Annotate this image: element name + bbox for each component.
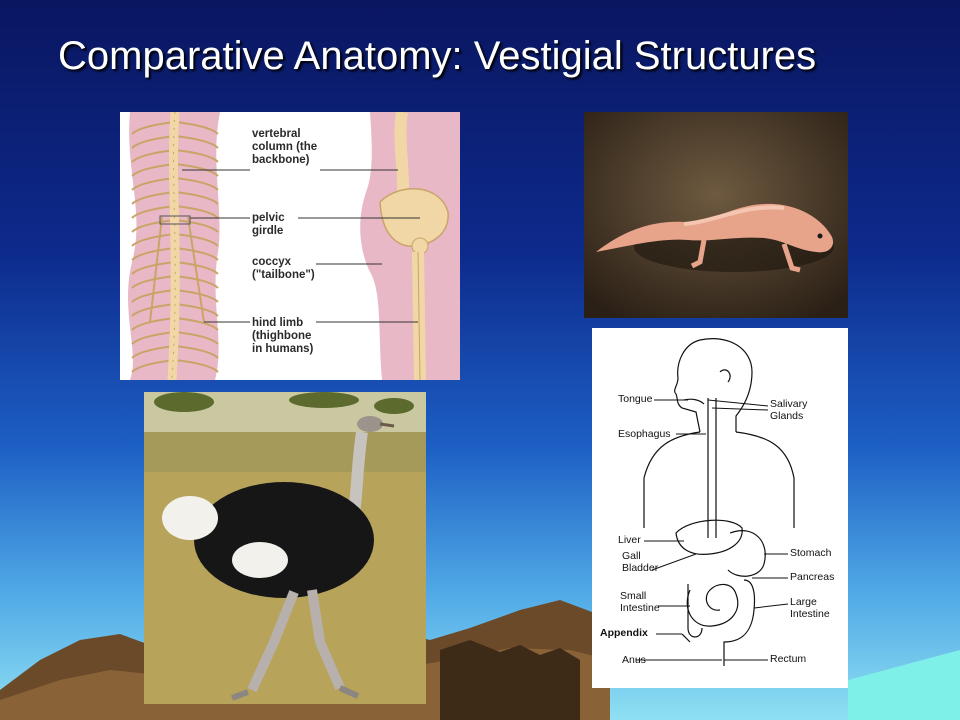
skeleton-drawing <box>128 112 460 380</box>
label-stomach: Stomach <box>790 547 832 559</box>
label-liver: Liver <box>618 534 641 546</box>
digestive-drawing <box>636 338 795 666</box>
label-vertebral-column: vertebral column (the backbone) <box>252 128 318 166</box>
ostrich-photo <box>144 392 426 704</box>
skeleton-comparison-figure: vertebral column (the backbone) pelvic g… <box>120 112 460 380</box>
label-gall-bladder: Gall Bladder <box>622 550 659 574</box>
label-pelvic-girdle: pelvic girdle <box>252 212 285 237</box>
ostrich-drawing <box>144 392 426 704</box>
salamander-photo <box>584 112 848 318</box>
label-coccyx: coccyx ("tailbone") <box>252 256 315 281</box>
label-pancreas: Pancreas <box>790 571 835 583</box>
label-salivary-glands: Salivary Glands <box>770 398 808 422</box>
label-appendix: Appendix <box>600 627 648 639</box>
salamander-drawing <box>584 112 848 318</box>
digestive-system-figure: Tongue Salivary Glands Esophagus Liver S… <box>592 328 848 688</box>
slide-title: Comparative Anatomy: Vestigial Structure… <box>58 34 817 78</box>
label-small-intestine: Small Intestine <box>620 590 660 614</box>
label-rectum: Rectum <box>770 653 807 665</box>
label-tongue: Tongue <box>618 393 653 405</box>
label-hind-limb: hind limb (thighbone in humans) <box>252 317 314 355</box>
label-anus: Anus <box>622 654 646 666</box>
label-large-intestine: Large Intestine <box>790 596 830 620</box>
label-esophagus: Esophagus <box>618 428 671 440</box>
